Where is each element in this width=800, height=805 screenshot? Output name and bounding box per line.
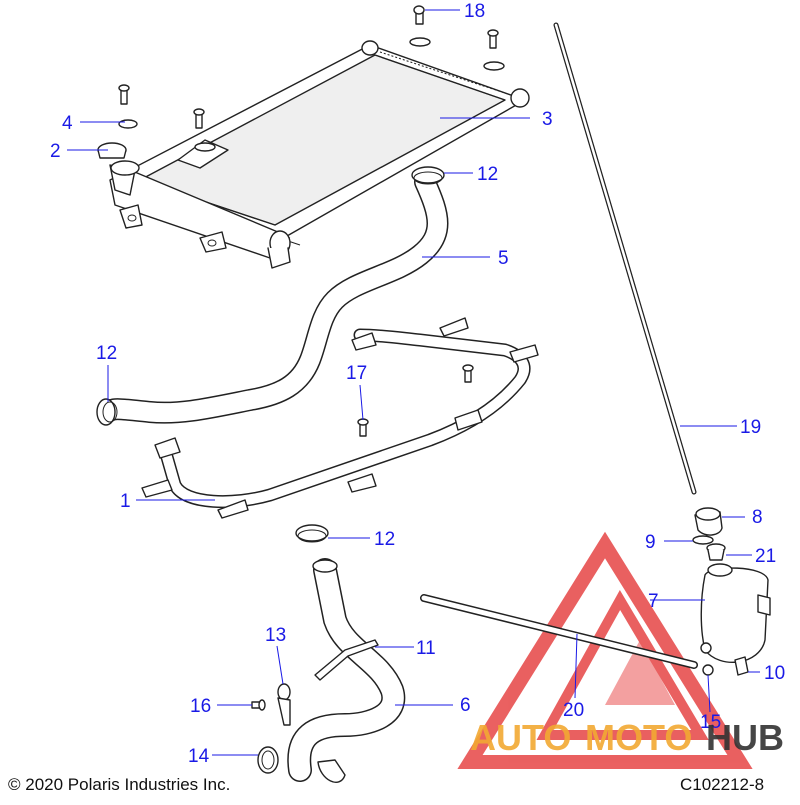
callouts: 1 2 3 4 5 6 7 8 9 10 11 12 12 12 13 14 1… xyxy=(50,1,785,767)
callout-6: 6 xyxy=(460,695,471,716)
callout-12-upper: 12 xyxy=(477,164,498,185)
watermark-moto: MOTO xyxy=(585,717,692,758)
callout-12-lower: 12 xyxy=(374,529,395,550)
watermark-logo xyxy=(457,531,753,769)
hose-clamp-lower xyxy=(295,524,329,543)
overflow-tube-short xyxy=(420,594,698,669)
callout-1: 1 xyxy=(120,491,131,512)
watermark-text: AUTO MOTO HUB xyxy=(470,717,784,758)
coolant-tube-frame xyxy=(141,317,539,519)
radiator-hardware xyxy=(118,5,505,152)
callout-12-left: 12 xyxy=(96,343,117,364)
callout-15: 15 xyxy=(700,712,721,733)
diagram-code: C102212-8 xyxy=(680,775,764,794)
callout-13: 13 xyxy=(265,625,286,646)
leader-lines xyxy=(67,9,760,756)
hose-clamp-bottom xyxy=(257,746,279,774)
grommet xyxy=(706,543,726,561)
callout-10: 10 xyxy=(764,663,785,684)
lower-hose xyxy=(287,558,406,783)
hose-clamp-left xyxy=(96,398,118,426)
upper-hose xyxy=(101,171,449,424)
reservoir-fitting xyxy=(734,656,749,676)
hose-clamp-upper xyxy=(411,166,445,185)
callout-20: 20 xyxy=(563,700,584,721)
callout-11: 11 xyxy=(416,638,436,659)
callout-5: 5 xyxy=(498,248,509,269)
callout-2: 2 xyxy=(50,141,61,162)
callout-4: 4 xyxy=(62,113,73,134)
reservoir-nut xyxy=(700,642,714,676)
callout-3: 3 xyxy=(542,109,553,130)
callout-18: 18 xyxy=(464,1,485,22)
callout-7: 7 xyxy=(648,591,659,612)
callout-21: 21 xyxy=(755,546,776,567)
frame-screw xyxy=(357,364,474,437)
watermark-hub: HUB xyxy=(706,717,784,758)
callout-14: 14 xyxy=(188,746,210,767)
o-ring xyxy=(692,535,714,545)
radiator xyxy=(109,40,530,269)
copyright-text: © 2020 Polaris Industries Inc. xyxy=(8,775,230,794)
clamp-screw xyxy=(251,699,266,711)
callout-9: 9 xyxy=(645,532,656,553)
p-clamp xyxy=(277,683,291,726)
overflow-tube-long xyxy=(553,22,697,495)
coolant-reservoir xyxy=(700,563,771,664)
callout-16: 16 xyxy=(190,696,211,717)
callout-19: 19 xyxy=(740,417,761,438)
cable-tie xyxy=(314,639,379,681)
callout-8: 8 xyxy=(752,507,763,528)
radiator-cap xyxy=(97,142,140,196)
watermark-auto: AUTO xyxy=(470,717,571,758)
reservoir-cap xyxy=(694,507,723,536)
callout-17: 17 xyxy=(346,363,367,384)
